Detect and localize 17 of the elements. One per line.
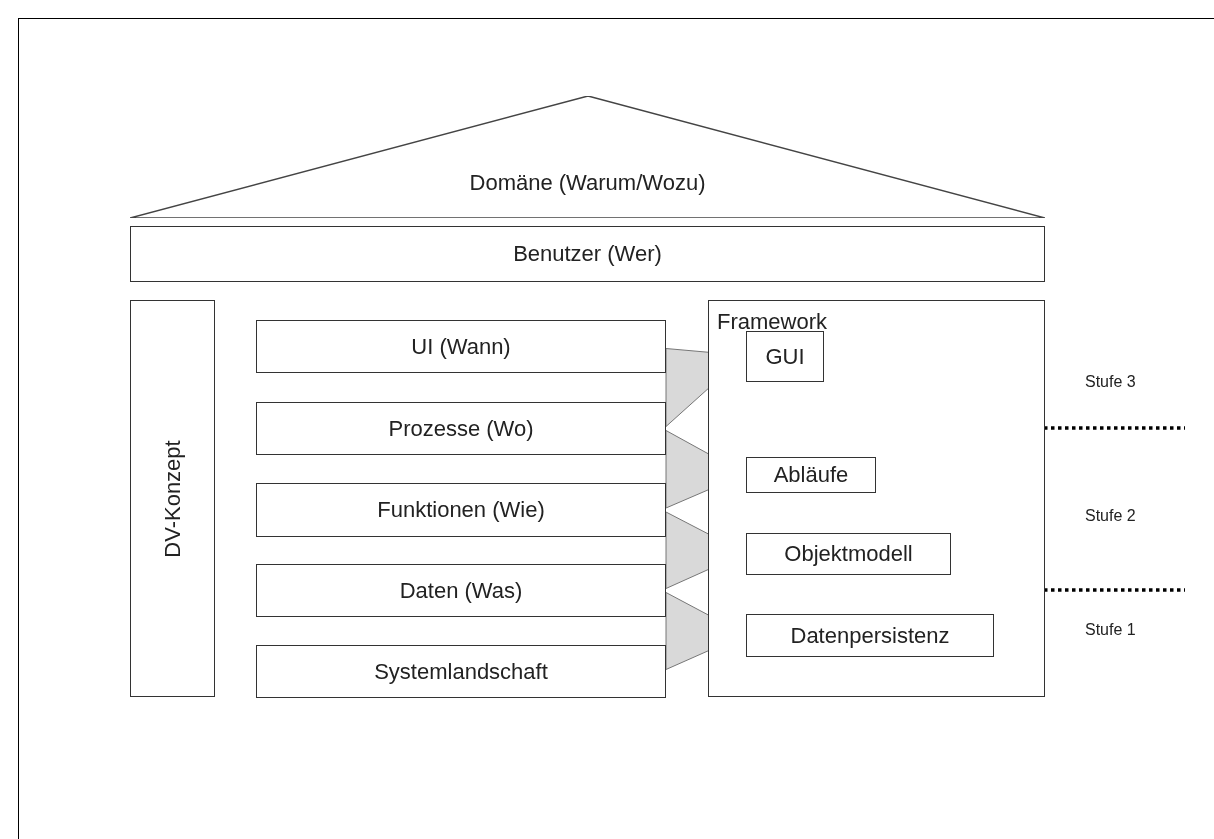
level-label: Stufe 2 <box>1085 507 1136 525</box>
beam-box: Benutzer (Wer) <box>130 226 1045 282</box>
process-box: Objektmodell <box>746 533 951 575</box>
process-box: Funktionen (Wie) <box>256 483 666 537</box>
pillar-box: DV-Konzept <box>130 300 215 697</box>
process-box: Daten (Was) <box>256 564 666 617</box>
level-label: Stufe 3 <box>1085 373 1136 391</box>
process-box: Abläufe <box>746 457 876 493</box>
process-box: GUI <box>746 331 824 382</box>
roof-triangle <box>130 96 1045 218</box>
process-box: Prozesse (Wo) <box>256 402 666 455</box>
container-box <box>708 300 1045 697</box>
process-box: Systemlandschaft <box>256 645 666 698</box>
level-label: Stufe 1 <box>1085 621 1136 639</box>
process-box: Datenpersistenz <box>746 614 994 657</box>
node-title: Domäne (Warum/Wozu) <box>469 170 706 196</box>
process-box: UI (Wann) <box>256 320 666 373</box>
